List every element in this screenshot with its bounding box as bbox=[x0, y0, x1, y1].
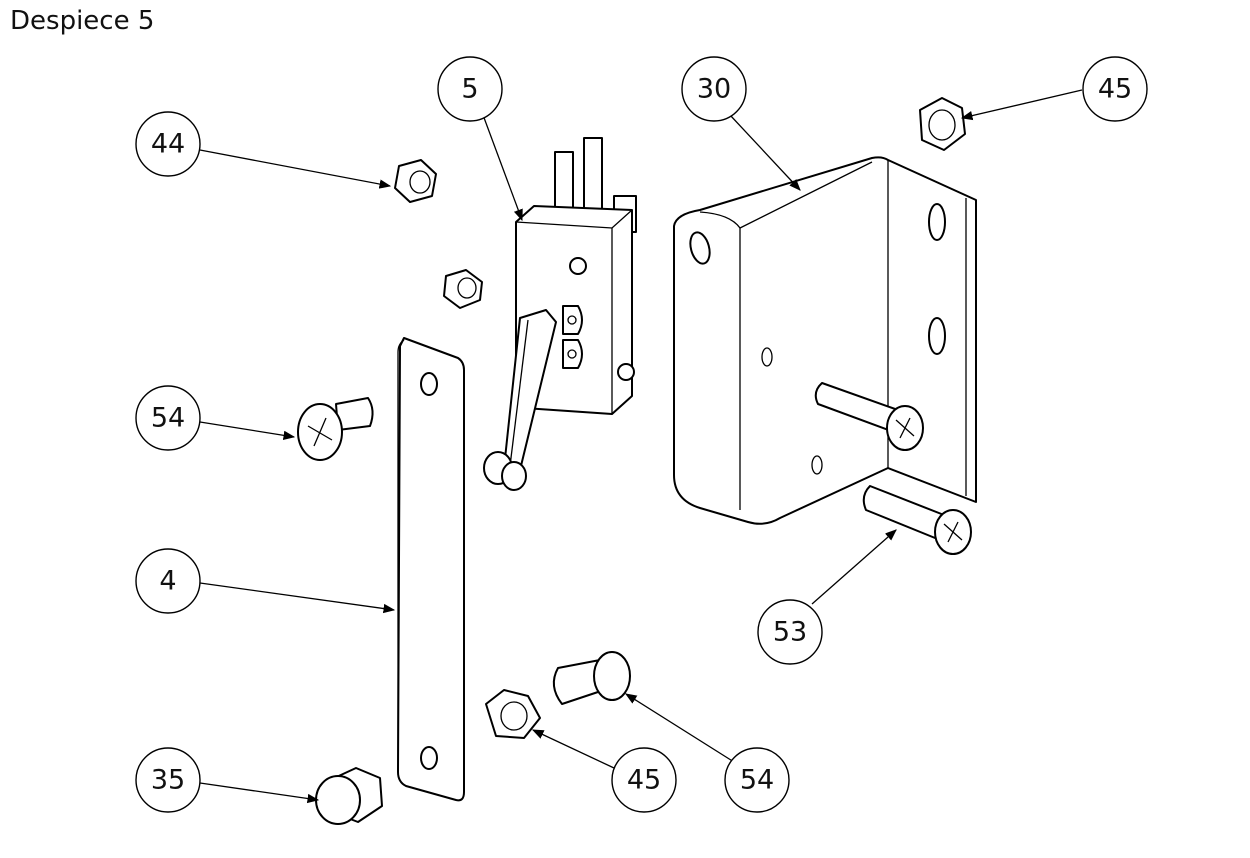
strip-plate-part bbox=[397, 337, 465, 802]
balloon-44-label: 44 bbox=[151, 129, 185, 160]
balloon-5: 5 bbox=[437, 56, 503, 122]
balloon-45-top: 45 bbox=[1082, 56, 1148, 122]
drawing-title: Despiece 5 bbox=[10, 6, 155, 36]
balloon-4: 4 bbox=[135, 548, 201, 614]
balloon-45-bottom: 45 bbox=[611, 747, 677, 813]
balloon-35: 35 bbox=[135, 747, 201, 813]
screw-53 bbox=[862, 485, 972, 555]
microswitch-part bbox=[483, 137, 637, 491]
balloon-5-label: 5 bbox=[461, 74, 478, 105]
balloon-53: 53 bbox=[757, 599, 823, 665]
nut-middle bbox=[443, 269, 483, 309]
balloon-30-label: 30 bbox=[697, 74, 731, 105]
balloon-45-bottom-label: 45 bbox=[627, 765, 661, 796]
nut-44 bbox=[394, 159, 437, 203]
balloon-4-label: 4 bbox=[159, 566, 176, 597]
balloon-54-bottom: 54 bbox=[724, 747, 790, 813]
balloon-54-bottom-label: 54 bbox=[740, 765, 774, 796]
screw-54-left bbox=[297, 397, 374, 461]
cap-nut-35 bbox=[315, 767, 383, 825]
screw-in-bracket bbox=[814, 382, 924, 451]
balloon-54-left-label: 54 bbox=[151, 403, 185, 434]
balloon-45-top-label: 45 bbox=[1098, 74, 1132, 105]
screw-54-bottom bbox=[552, 651, 631, 705]
balloon-44: 44 bbox=[135, 111, 201, 177]
nut-45-top bbox=[919, 97, 966, 151]
balloon-54-left: 54 bbox=[135, 385, 201, 451]
leader-lines bbox=[199, 89, 1083, 804]
bracket-part bbox=[673, 156, 977, 525]
balloon-30: 30 bbox=[681, 56, 747, 122]
balloon-53-label: 53 bbox=[773, 617, 807, 648]
nut-45-bottom bbox=[485, 689, 541, 739]
balloon-35-label: 35 bbox=[151, 765, 185, 796]
